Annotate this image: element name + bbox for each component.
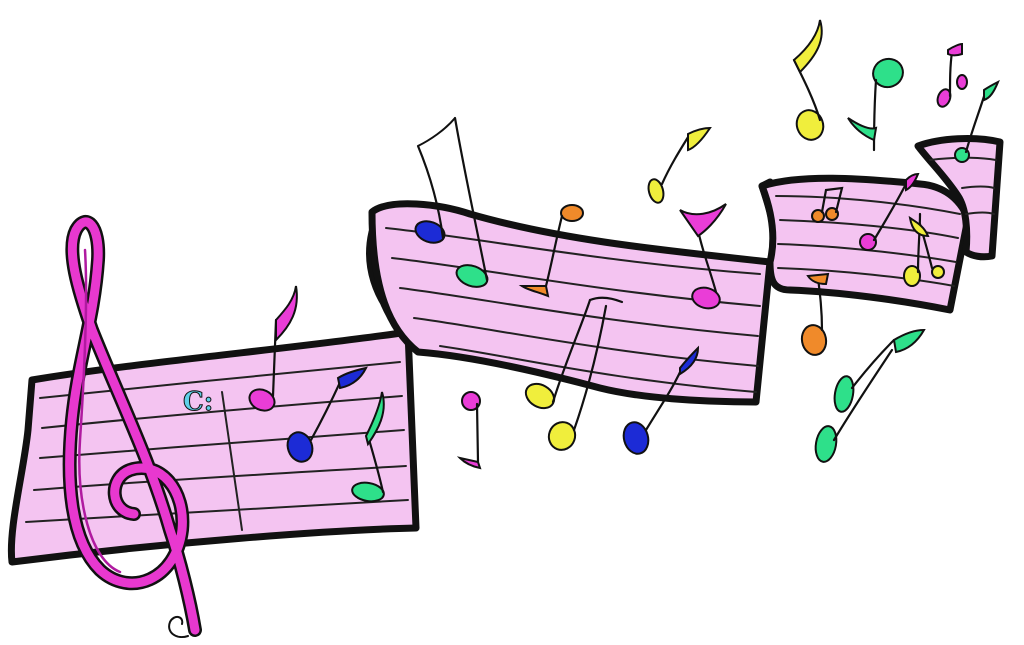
staff-line bbox=[777, 267, 955, 287]
staff-line bbox=[39, 361, 401, 399]
staff-line bbox=[399, 287, 759, 337]
note-green bbox=[417, 116, 489, 288]
music-notes bbox=[248, 19, 1000, 503]
note-blue bbox=[622, 345, 700, 455]
note-magenta bbox=[456, 391, 482, 470]
note-yellow bbox=[903, 212, 945, 287]
note-magenta bbox=[936, 42, 968, 108]
staff-line bbox=[779, 219, 959, 239]
note-orange bbox=[518, 204, 584, 298]
note-orange bbox=[811, 186, 844, 223]
note-green bbox=[847, 57, 904, 152]
staff-line bbox=[961, 185, 995, 189]
staff-line bbox=[439, 345, 757, 393]
ribbon-panel-middle bbox=[368, 200, 774, 406]
staff-line bbox=[41, 395, 403, 429]
note-blue bbox=[286, 366, 368, 463]
treble-clef-icon bbox=[62, 215, 202, 638]
staff-line bbox=[39, 429, 405, 459]
note-yellow bbox=[547, 296, 624, 451]
staff-line bbox=[965, 211, 995, 215]
note-blue bbox=[414, 144, 446, 244]
note-green bbox=[833, 328, 926, 413]
staff-line bbox=[929, 156, 997, 161]
note-magenta bbox=[859, 172, 920, 251]
note-yellow bbox=[792, 19, 825, 141]
staff-line bbox=[775, 195, 961, 215]
bar-line bbox=[221, 391, 243, 531]
note-yellow bbox=[524, 298, 592, 410]
note-yellow bbox=[647, 126, 712, 204]
note-magenta bbox=[248, 285, 298, 412]
staff-line bbox=[777, 243, 957, 263]
note-green bbox=[954, 79, 1000, 163]
staff-line bbox=[33, 465, 407, 491]
clef-mark-text: C: bbox=[183, 387, 213, 417]
note-green bbox=[814, 348, 894, 463]
note-magenta bbox=[679, 203, 727, 310]
note-orange bbox=[800, 272, 830, 356]
note-green bbox=[351, 391, 385, 503]
staff-line bbox=[413, 317, 759, 367]
